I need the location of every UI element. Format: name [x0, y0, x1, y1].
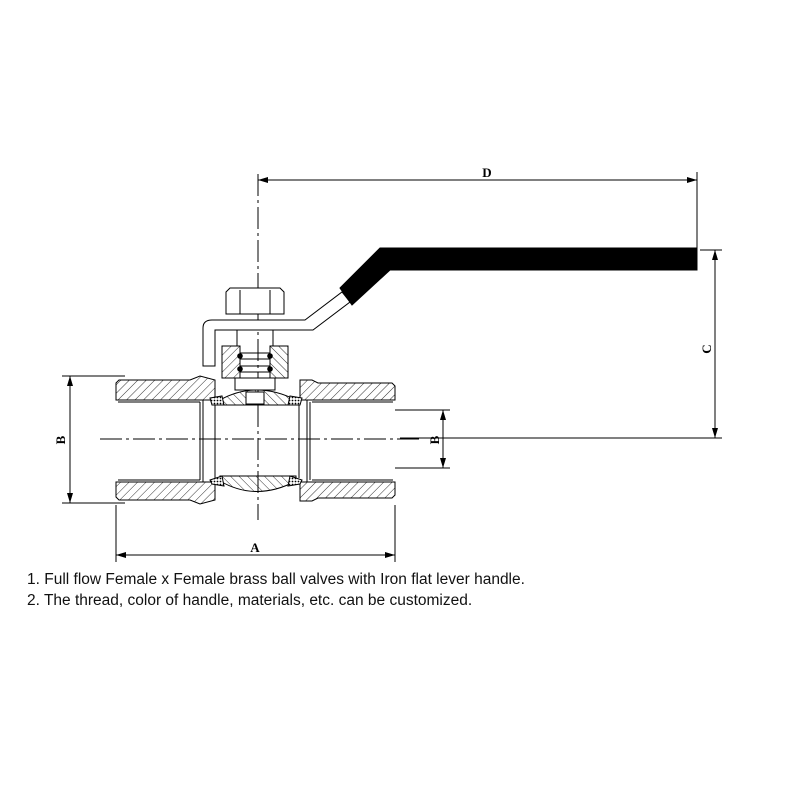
label-d: D	[482, 165, 491, 180]
label-c: C	[699, 344, 714, 353]
bonnet	[221, 330, 289, 391]
handle-grip	[339, 247, 698, 306]
label-b-inner: B	[427, 435, 442, 444]
note-2: 2. The thread, color of handle, material…	[27, 592, 473, 609]
stem-nut	[225, 287, 285, 315]
dimension-b-outer	[62, 375, 125, 504]
note-1: 1. Full flow Female x Female brass ball …	[27, 571, 525, 588]
dimension-b-inner	[395, 409, 450, 469]
lever-handle	[202, 247, 698, 367]
notes: 1. Full flow Female x Female brass ball …	[27, 569, 525, 611]
dimension-a	[115, 505, 396, 562]
label-a: A	[250, 540, 260, 555]
label-b-outer: B	[53, 435, 68, 444]
dimension-c	[400, 249, 722, 439]
valve-body	[115, 375, 396, 505]
dimension-d	[258, 172, 698, 248]
